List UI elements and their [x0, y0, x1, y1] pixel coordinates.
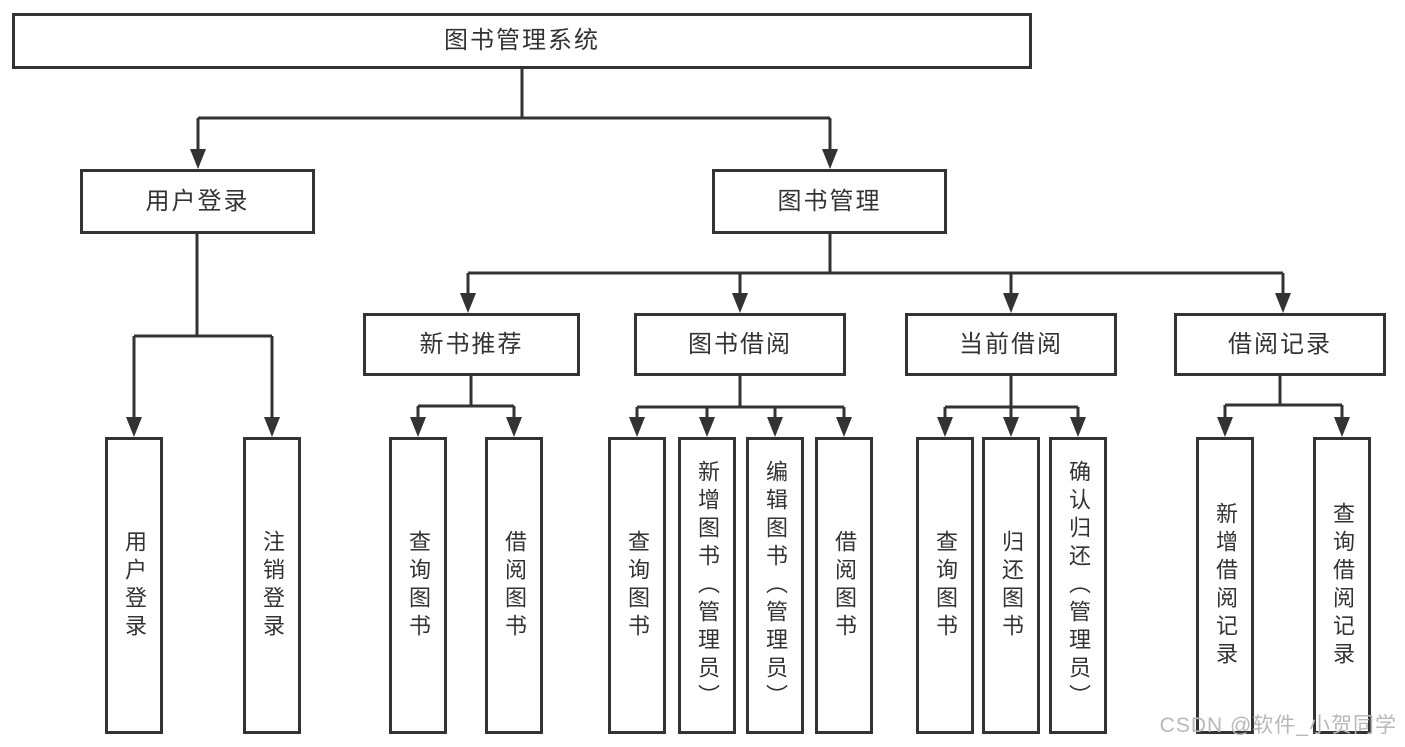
node-library-management-system: 图书管理系统 [12, 13, 1032, 69]
node-current-borrow: 当前借阅 [905, 313, 1117, 376]
leaf-add-borrow-record: 新增借阅记录 [1196, 437, 1254, 734]
node-borrow-records: 借阅记录 [1174, 313, 1386, 376]
node-book-management: 图书管理 [712, 169, 947, 234]
csdn-watermark: CSDN @软件_小贺同学 [1159, 714, 1397, 737]
leaf-logout: 注销登录 [243, 437, 301, 734]
node-user-login: 用户登录 [80, 169, 315, 234]
leaf-return-books: 归还图书 [982, 437, 1040, 734]
leaf-confirm-return-admin: 确认归还（管理员） [1049, 437, 1107, 734]
leaf-edit-book-admin: 编辑图书（管理员） [746, 437, 804, 734]
node-new-book-recommend: 新书推荐 [363, 313, 580, 376]
node-book-borrow: 图书借阅 [634, 313, 846, 376]
leaf-user-login: 用户登录 [105, 437, 163, 734]
leaf-query-borrow-record: 查询借阅记录 [1313, 437, 1371, 734]
leaf-query-books-recommend: 查询图书 [389, 437, 447, 734]
leaf-add-book-admin: 新增图书（管理员） [678, 437, 736, 734]
leaf-query-books-current: 查询图书 [916, 437, 974, 734]
leaf-query-books-borrow: 查询图书 [608, 437, 666, 734]
leaf-borrow-books: 借阅图书 [815, 437, 873, 734]
leaf-borrow-books-recommend: 借阅图书 [485, 437, 543, 734]
